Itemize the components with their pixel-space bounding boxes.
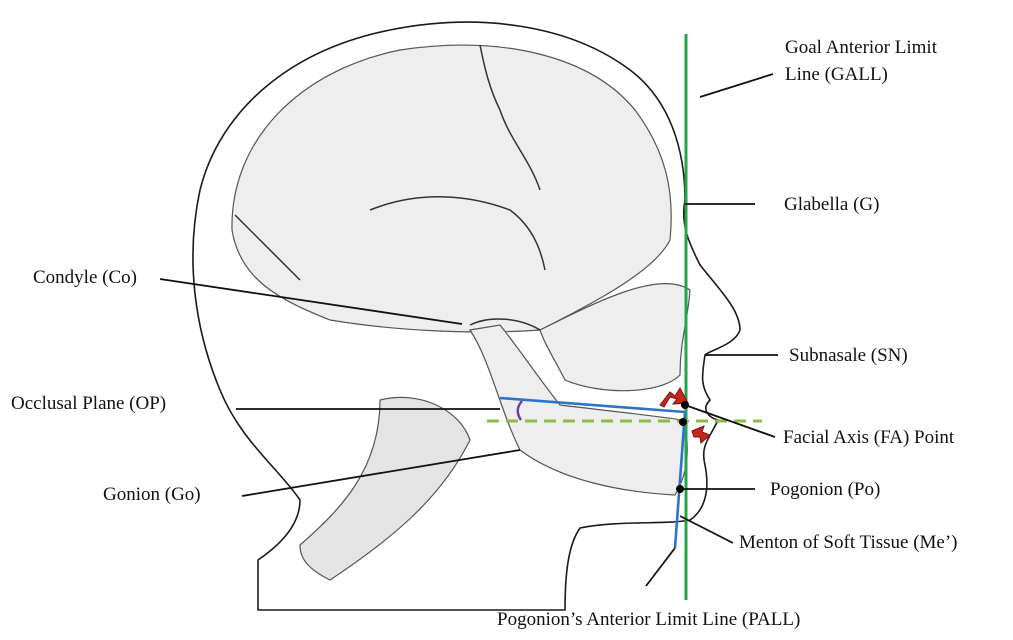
label-gonion: Gonion (Go)	[103, 484, 201, 505]
label-subnasale: Subnasale (SN)	[789, 345, 908, 366]
label-pogonion: Pogonion (Po)	[770, 479, 880, 500]
leader-pall	[646, 548, 675, 586]
label-gall-line2: Line (GALL)	[785, 64, 888, 85]
label-gall-line1: Goal Anterior Limit	[785, 37, 938, 58]
label-glabella: Glabella (G)	[784, 194, 879, 215]
label-pall: Pogonion’s Anterior Limit Line (PALL)	[497, 609, 800, 630]
label-menton: Menton of Soft Tissue (Me’)	[739, 532, 958, 553]
label-occlusal-plane: Occlusal Plane (OP)	[11, 393, 166, 414]
leader-gall	[700, 74, 773, 97]
leader-menton	[680, 516, 733, 543]
label-facial-axis: Facial Axis (FA) Point	[783, 427, 955, 448]
cervical-spine	[300, 397, 470, 580]
label-condyle: Condyle (Co)	[33, 267, 137, 288]
cranium	[232, 45, 671, 332]
fa-point-lower	[679, 418, 687, 426]
